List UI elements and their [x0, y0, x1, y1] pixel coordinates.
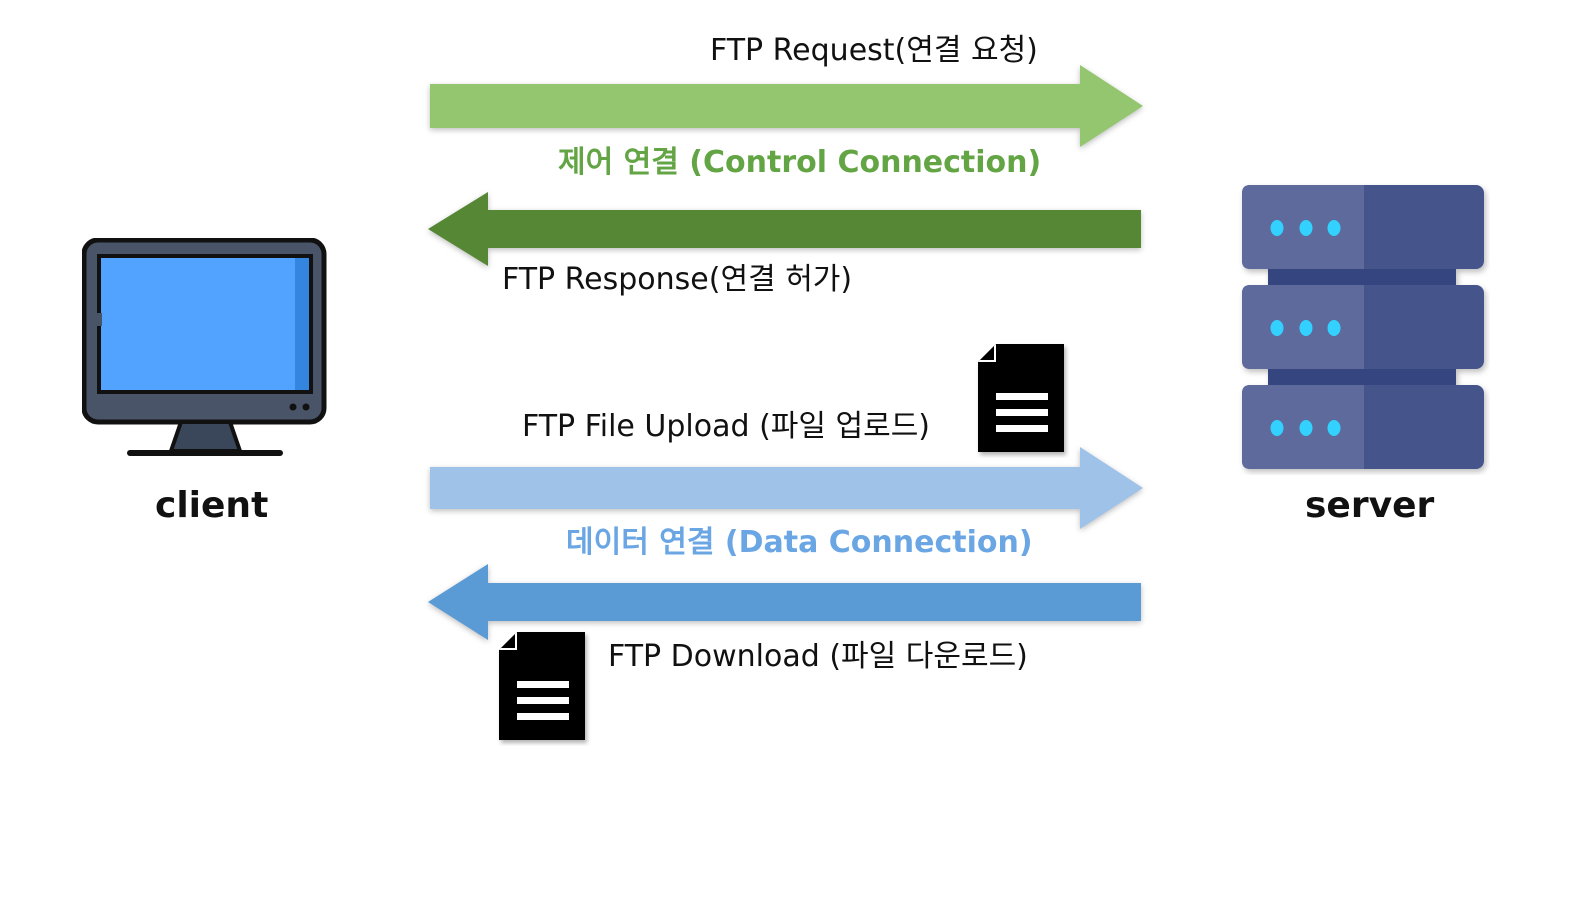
ftp-download-label: FTP Download (파일 다운로드): [608, 639, 1028, 674]
ftp-response-arrow: [428, 192, 1141, 266]
server-label: server: [1305, 485, 1435, 526]
download-document-icon: [499, 632, 585, 740]
ftp-request-label: FTP Request(연결 요청): [710, 33, 1038, 68]
ftp-file-upload-label: FTP File Upload (파일 업로드): [522, 409, 931, 444]
control-connection-title: 제어 연결 (Control Connection): [558, 145, 1042, 180]
client-label: client: [155, 485, 269, 526]
ftp-download-arrow: [428, 564, 1141, 640]
server-rack-icon: [1242, 185, 1484, 469]
data-connection-title: 데이터 연결 (Data Connection): [566, 525, 1033, 560]
ftp-request-arrow: [430, 65, 1143, 147]
monitor-icon: [82, 238, 327, 456]
ftp-response-label: FTP Response(연결 허가): [502, 262, 853, 297]
ftp-upload-arrow: [430, 447, 1143, 529]
upload-document-icon: [978, 344, 1064, 452]
